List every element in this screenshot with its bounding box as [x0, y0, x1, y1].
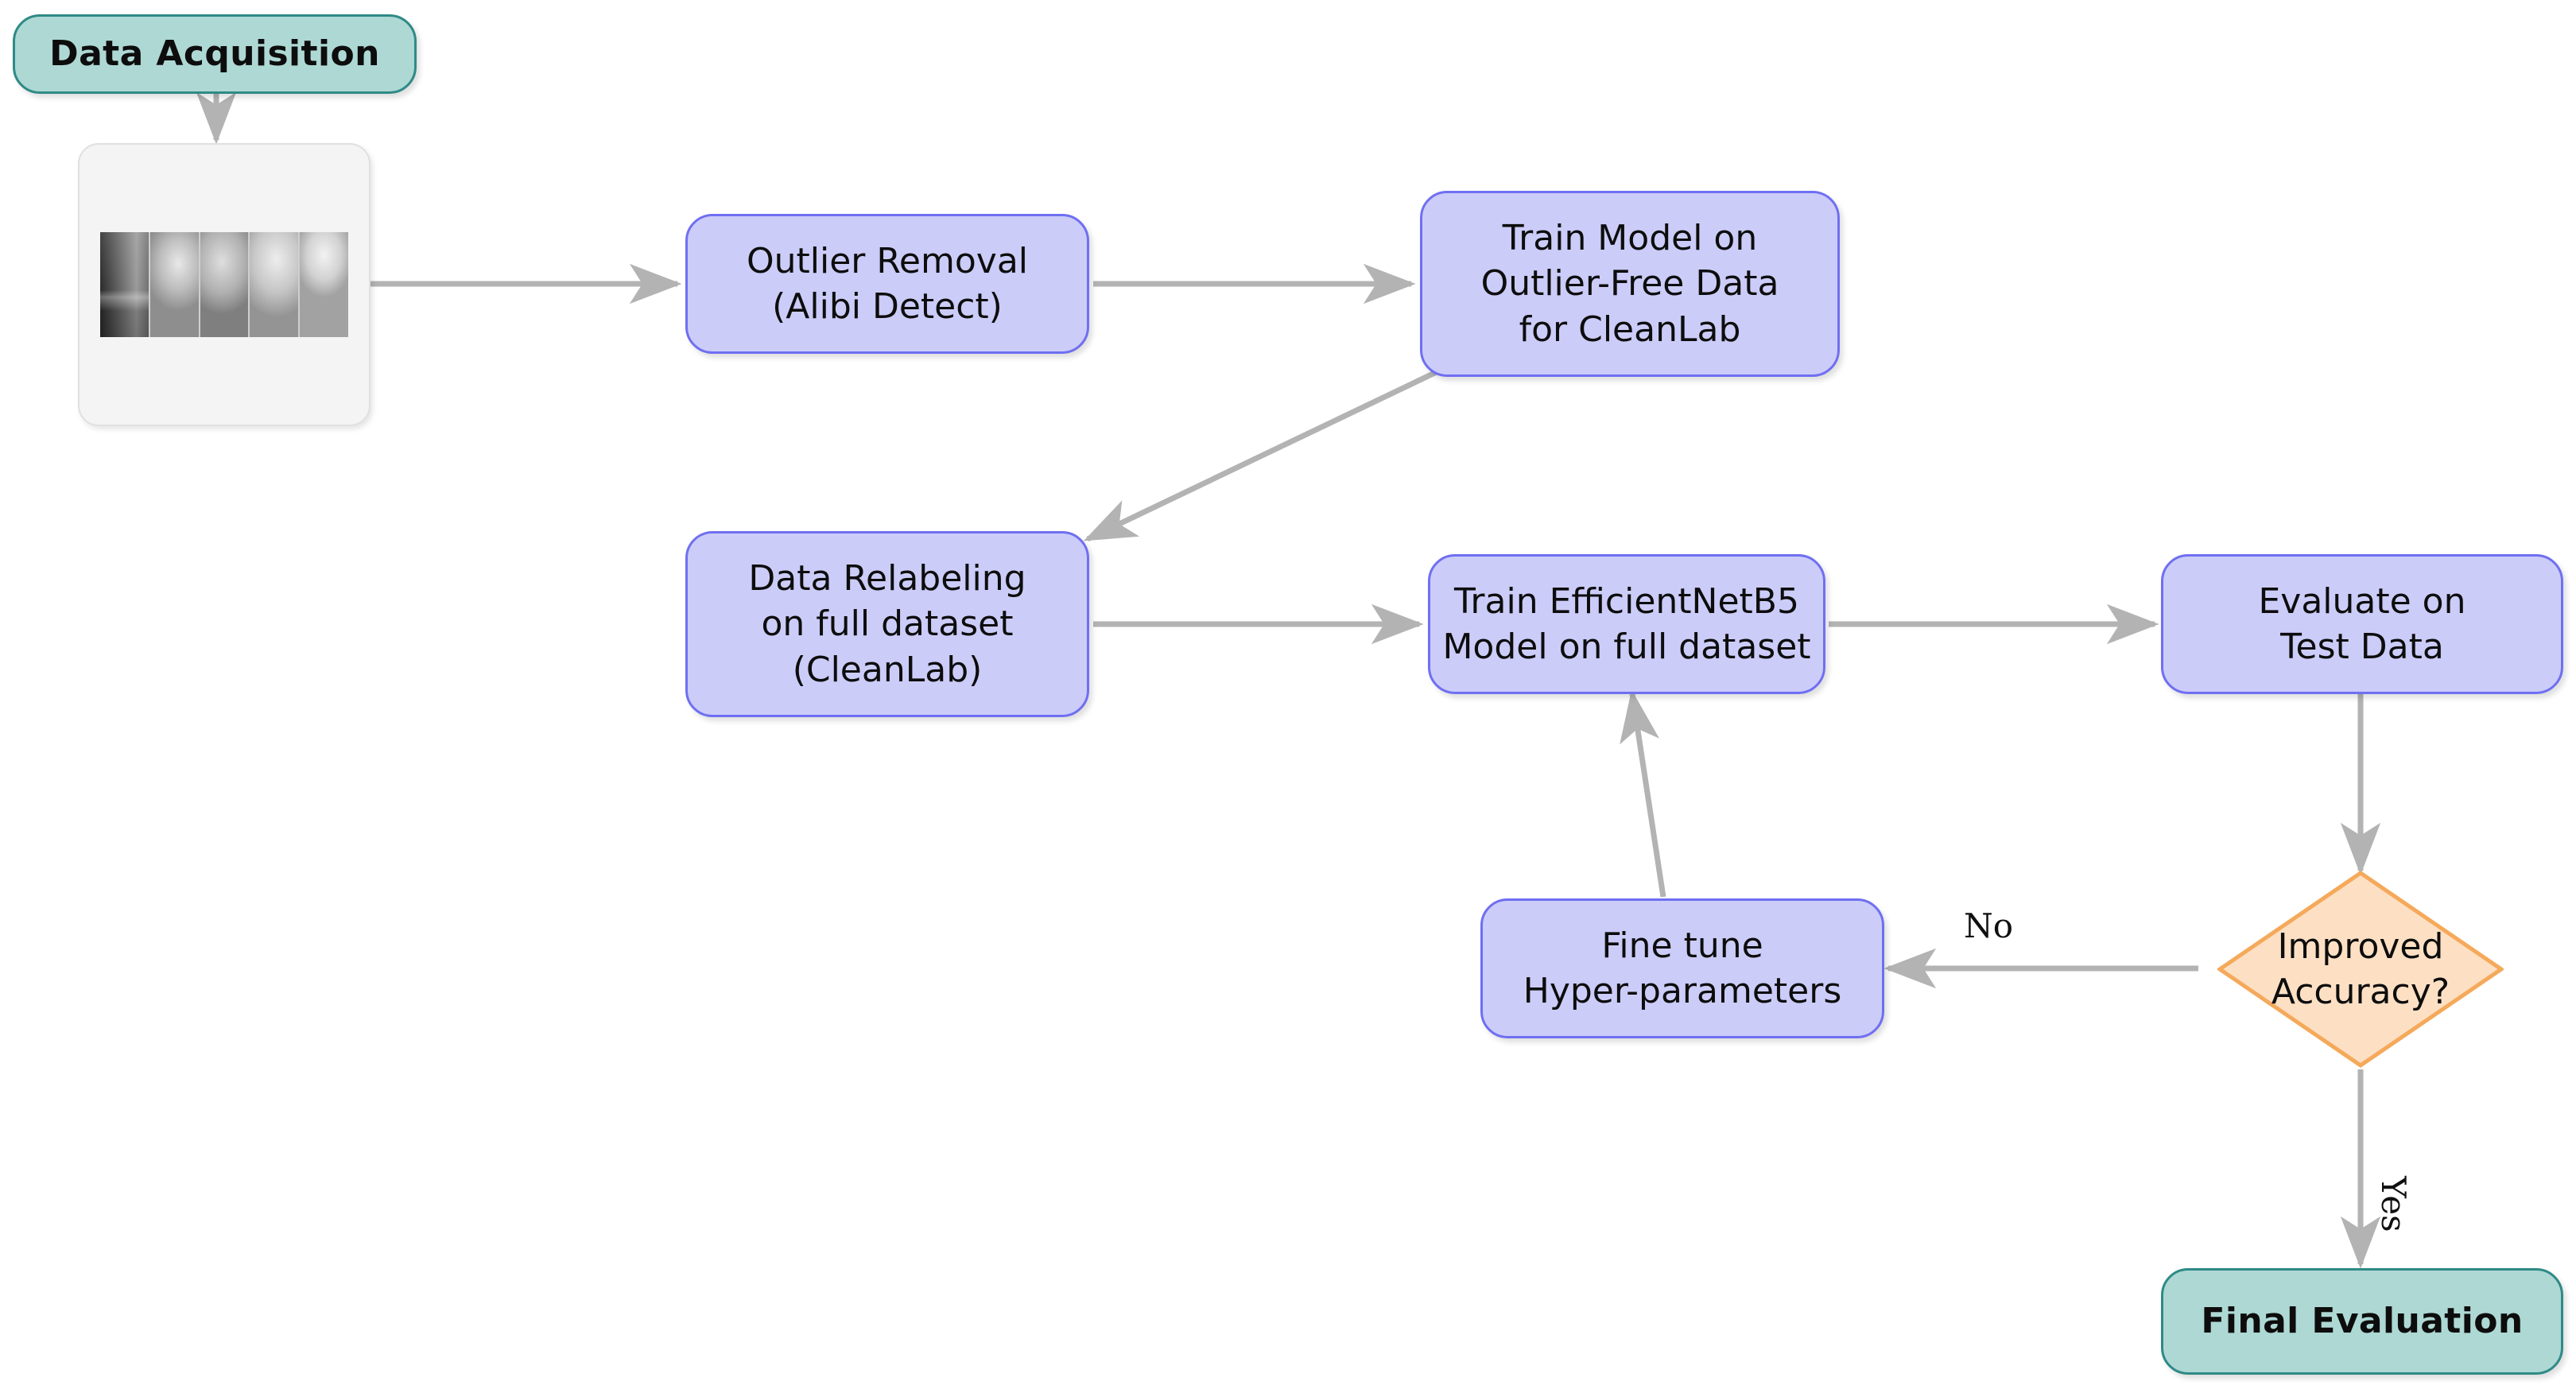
xray-image-3 — [198, 232, 249, 337]
node-dataset-images[interactable] — [78, 143, 370, 426]
edge-label-no: No — [1964, 906, 2014, 945]
xray-image-5 — [298, 232, 348, 337]
edge-train-cleanlab-to-relabeling — [1083, 356, 1465, 542]
node-evaluate-test-data[interactable]: Evaluate on Test Data — [2161, 554, 2563, 694]
node-final-evaluation[interactable]: Final Evaluation — [2161, 1268, 2563, 1375]
edge-fine-tune-to-train-efficientnet — [1620, 689, 1666, 898]
node-fine-tune-hyperparameters[interactable]: Fine tune Hyper-parameters — [1480, 898, 1884, 1038]
xray-image-1 — [100, 232, 149, 337]
knee-xray-thumbnail-strip — [100, 232, 348, 337]
node-improved-accuracy[interactable]: Improved Accuracy? — [2217, 871, 2504, 1068]
node-train-efficientnet[interactable]: Train EfficientNetB5 Model on full datas… — [1428, 554, 1825, 694]
node-data-acquisition[interactable]: Data Acquisition — [13, 14, 417, 94]
xray-image-2 — [148, 232, 199, 337]
node-data-relabeling[interactable]: Data Relabeling on full dataset (CleanLa… — [685, 531, 1089, 717]
node-improved-accuracy-label: Improved Accuracy? — [2271, 925, 2450, 1012]
diamond-icon — [2217, 871, 2504, 1068]
edge-label-yes: Yes — [2373, 1176, 2413, 1232]
node-outlier-removal[interactable]: Outlier Removal (Alibi Detect) — [685, 214, 1089, 354]
node-train-model-cleanlab[interactable]: Train Model on Outlier-Free Data for Cle… — [1420, 191, 1840, 377]
xray-image-4 — [248, 232, 299, 337]
